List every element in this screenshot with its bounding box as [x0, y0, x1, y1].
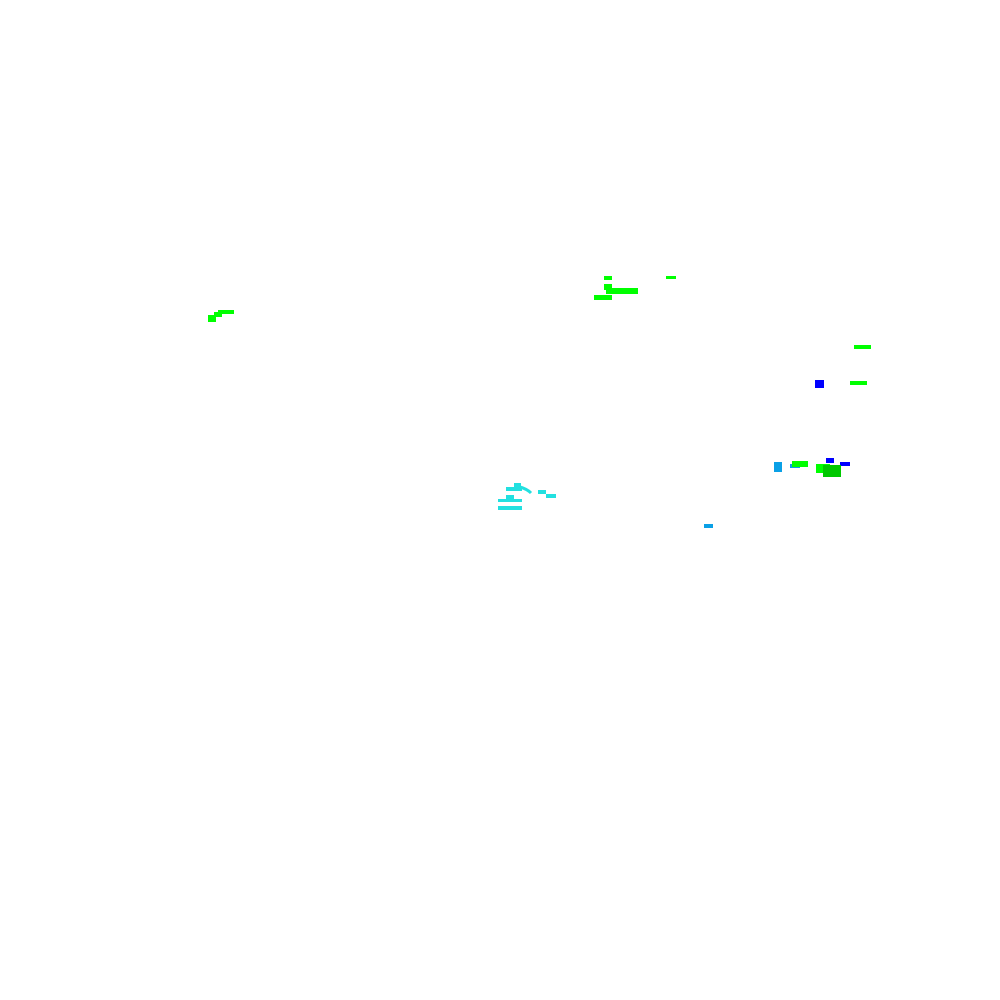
cyan-patch — [538, 490, 546, 494]
green-patch — [208, 315, 216, 322]
green-patch — [850, 381, 867, 385]
cyan-patch — [498, 499, 522, 502]
green-patch — [594, 295, 612, 300]
green-patch — [214, 312, 222, 317]
cyan-patch — [498, 506, 522, 510]
cyan-curve — [519, 485, 533, 495]
cyan-patch — [506, 487, 522, 491]
cyan-patch — [506, 495, 514, 499]
green-fragment-left — [208, 310, 234, 322]
green-patch — [606, 288, 638, 294]
green-patch — [792, 461, 808, 467]
cyan-fragment — [498, 483, 556, 510]
cyan-patch — [514, 483, 521, 487]
dark-green-patch — [823, 465, 841, 477]
sky-blue-patch — [704, 524, 713, 528]
blue-patch — [826, 458, 834, 463]
mixed-fragment-right — [704, 461, 841, 528]
green-patch — [604, 276, 612, 280]
green-fragment-right — [850, 345, 871, 385]
green-patch — [854, 345, 871, 349]
blue-patch — [815, 380, 824, 388]
green-patch — [666, 276, 676, 279]
green-patch — [604, 284, 612, 290]
blue-patch — [840, 462, 850, 466]
green-fragment-upper-middle — [594, 276, 676, 300]
green-patch — [218, 310, 234, 314]
cyan-patch — [546, 494, 556, 498]
blue-fragments — [815, 380, 850, 466]
sky-blue-patch — [774, 462, 782, 472]
